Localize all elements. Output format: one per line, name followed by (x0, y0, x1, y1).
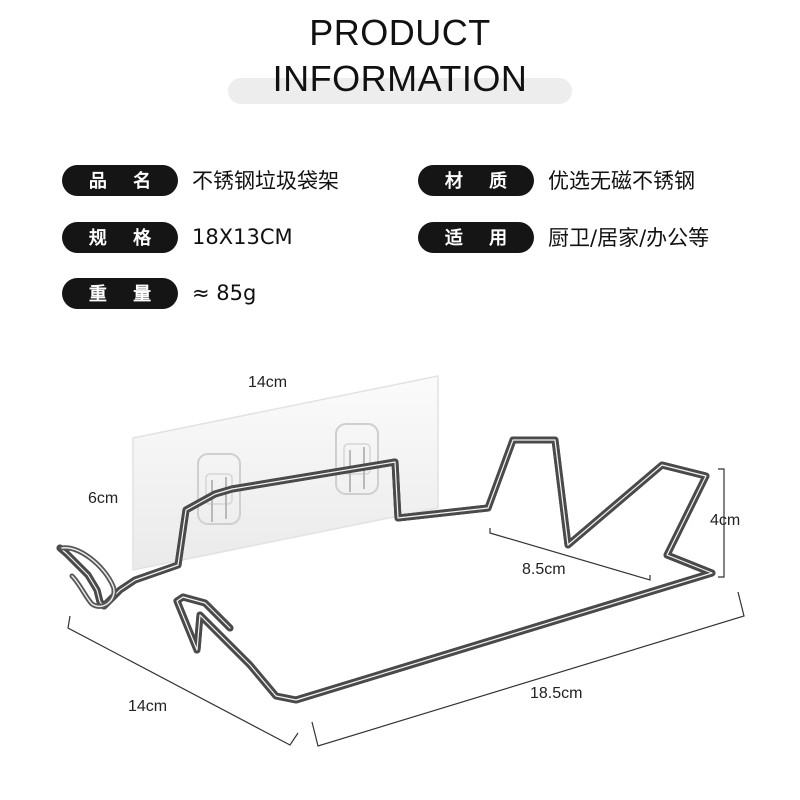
spec-row-material: 材 质 优选无磁不锈钢 (418, 163, 695, 197)
spec-label-name: 品 名 (62, 164, 178, 196)
spec-value-material: 优选无磁不锈钢 (548, 169, 695, 193)
dim-front-length (311, 591, 745, 747)
dim-label-side-depth: 14cm (128, 698, 168, 715)
title-band (228, 78, 572, 104)
spec-row-usage: 适 用 厨卫/居家/办公等 (418, 220, 709, 254)
spec-label-size: 规 格 (62, 221, 178, 253)
spec-value-usage: 厨卫/居家/办公等 (548, 226, 710, 250)
spec-row-name: 品 名 不锈钢垃圾袋架 (62, 163, 339, 197)
spec-label-weight: 重 量 (62, 277, 178, 309)
dim-hook-depth (489, 528, 651, 581)
dim-label-hook-depth: 8.5cm (522, 561, 566, 578)
spec-row-size: 规 格 18X13CM (62, 220, 293, 254)
dim-label-plate-height: 6cm (88, 490, 119, 507)
dim-hook-height (718, 468, 725, 578)
wire-rack (56, 436, 716, 704)
title-information: INFORMATION (272, 58, 528, 99)
dim-label-front-length: 18.5cm (530, 685, 583, 702)
dim-side-depth (67, 615, 299, 746)
spec-label-usage: 适 用 (418, 221, 534, 253)
spec-value-weight: ≈ 85g (192, 281, 257, 305)
dim-label-hook-height: 4cm (710, 512, 741, 529)
title-product: PRODUCT (309, 12, 491, 53)
dim-label-plate-width: 14cm (248, 374, 288, 391)
spec-label-material: 材 质 (418, 164, 534, 196)
dimension-lines (67, 468, 745, 747)
spec-value-name: 不锈钢垃圾袋架 (192, 169, 339, 193)
spec-row-weight: 重 量 ≈ 85g (62, 276, 256, 310)
spec-value-size: 18X13CM (192, 225, 293, 249)
